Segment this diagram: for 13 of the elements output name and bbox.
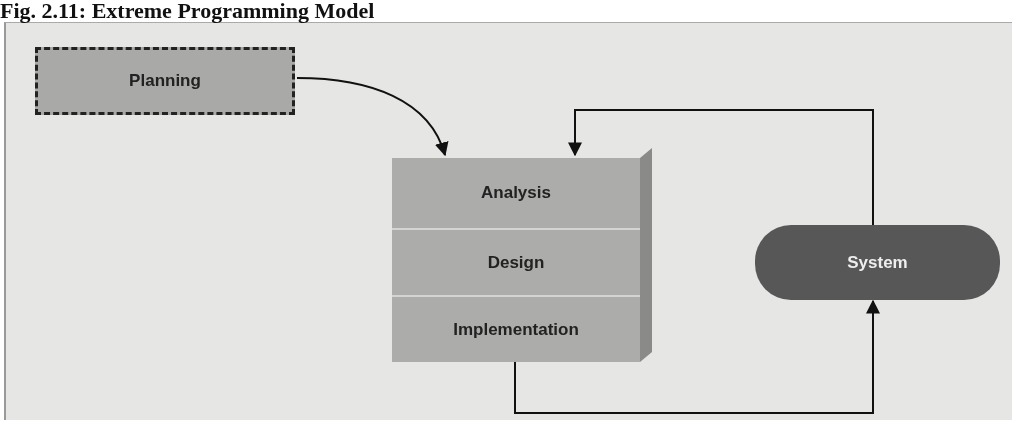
- arrow: [568, 109, 874, 226]
- stage-band: [392, 228, 640, 295]
- stage-band: [392, 158, 640, 228]
- node-label: Planning: [129, 71, 201, 91]
- node-label: Design: [487, 252, 545, 273]
- arrow: [514, 299, 880, 414]
- node-label: Implementation: [453, 319, 579, 340]
- process-box: [35, 47, 295, 115]
- node-label: Analysis: [481, 183, 551, 203]
- stage-band: [392, 295, 640, 362]
- figure-title: Fig. 2.11: Extreme Programming Model: [0, 0, 375, 24]
- arrow: [296, 77, 448, 157]
- node-label: System: [847, 252, 908, 273]
